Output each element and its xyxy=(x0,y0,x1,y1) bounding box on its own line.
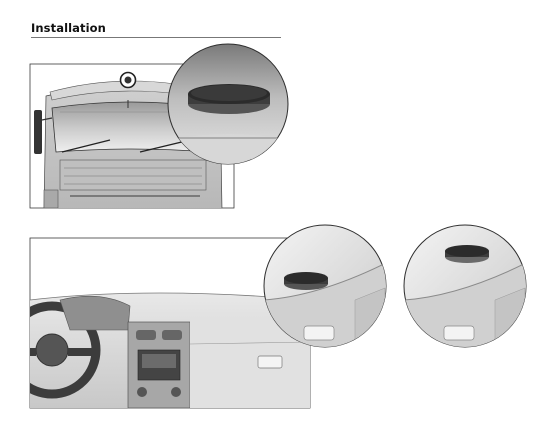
car-dashboard-illustration xyxy=(30,292,310,408)
truck-adhesive-pad xyxy=(188,84,270,114)
lifted-adhesive-pad xyxy=(445,245,489,263)
dashboard-adhesive-pad xyxy=(284,272,328,290)
section-title: Installation xyxy=(31,21,106,35)
section-title-rule xyxy=(31,37,281,38)
